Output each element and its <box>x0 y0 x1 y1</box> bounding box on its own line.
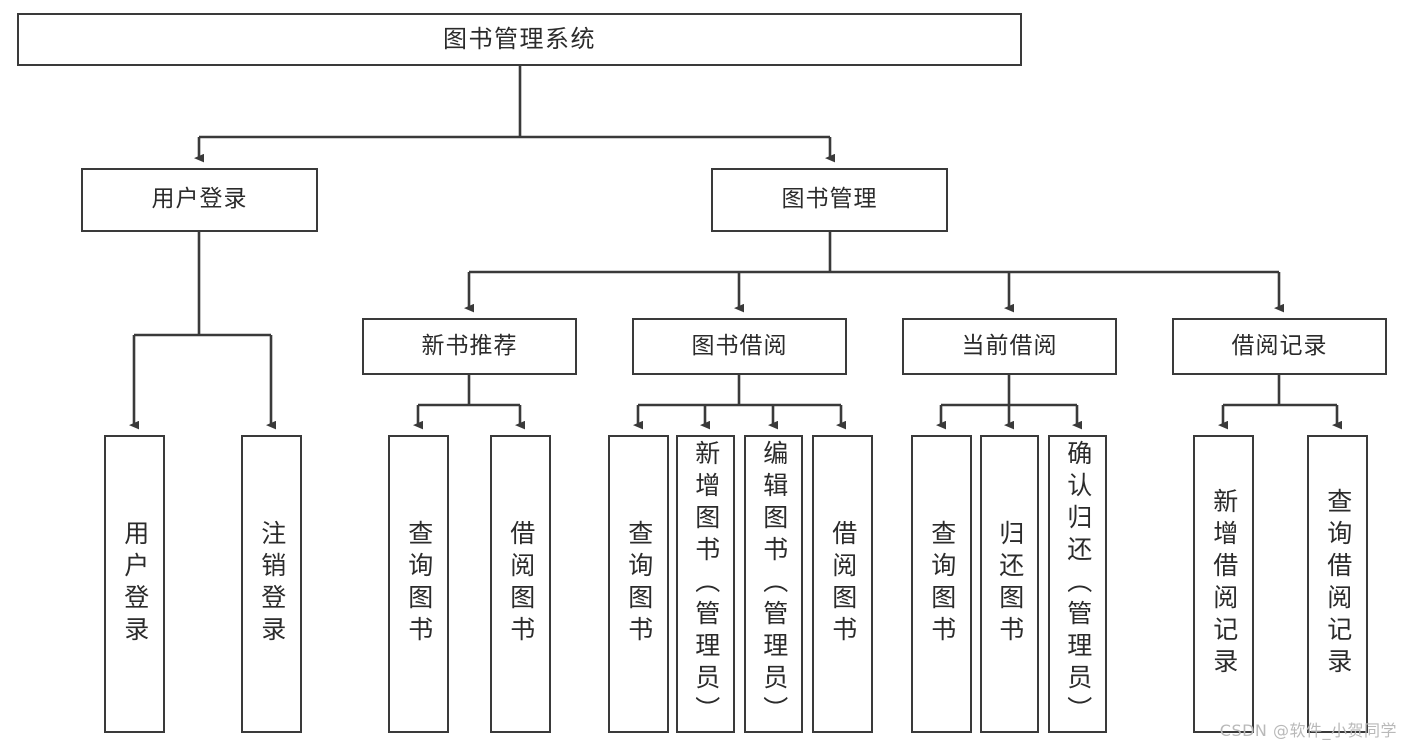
node-label: 注销登录 <box>257 520 287 648</box>
node-label: 图书借阅 <box>691 332 788 359</box>
node-label: 新增图书（管理员） <box>691 440 721 728</box>
leaf-query-book-borrow[interactable]: 查询图书 <box>608 435 669 733</box>
leaf-query-book-current[interactable]: 查询图书 <box>911 435 972 733</box>
node-label: 借阅记录 <box>1231 332 1328 359</box>
node-label: 归还图书 <box>995 520 1025 648</box>
node-label: 查询图书 <box>927 520 957 648</box>
node-label: 用户登录 <box>120 520 150 648</box>
node-label: 借阅图书 <box>506 520 536 648</box>
node-label: 新书推荐 <box>421 332 518 359</box>
node-label: 用户登录 <box>151 186 248 213</box>
node-book-borrow[interactable]: 图书借阅 <box>632 318 847 375</box>
node-root-system[interactable]: 图书管理系统 <box>17 13 1022 66</box>
leaf-borrow-book-recommend[interactable]: 借阅图书 <box>490 435 551 733</box>
leaf-user-login[interactable]: 用户登录 <box>104 435 165 733</box>
node-book-management[interactable]: 图书管理 <box>711 168 948 232</box>
node-label: 借阅图书 <box>828 520 858 648</box>
node-label: 编辑图书（管理员） <box>759 440 789 728</box>
node-new-book-recommend[interactable]: 新书推荐 <box>362 318 577 375</box>
node-label: 图书管理 <box>781 186 878 213</box>
node-borrow-record[interactable]: 借阅记录 <box>1172 318 1387 375</box>
leaf-edit-book[interactable]: 编辑图书（管理员） <box>744 435 803 733</box>
node-label: 图书管理系统 <box>443 25 596 54</box>
node-label: 确认归还（管理员） <box>1063 440 1093 728</box>
node-label: 查询图书 <box>624 520 654 648</box>
leaf-query-book-recommend[interactable]: 查询图书 <box>388 435 449 733</box>
leaf-query-borrow-record[interactable]: 查询借阅记录 <box>1307 435 1368 733</box>
leaf-logout[interactable]: 注销登录 <box>241 435 302 733</box>
leaf-confirm-return[interactable]: 确认归还（管理员） <box>1048 435 1107 733</box>
node-label: 当前借阅 <box>961 332 1058 359</box>
node-label: 查询图书 <box>404 520 434 648</box>
leaf-add-book[interactable]: 新增图书（管理员） <box>676 435 735 733</box>
leaf-return-book[interactable]: 归还图书 <box>980 435 1039 733</box>
leaf-add-borrow-record[interactable]: 新增借阅记录 <box>1193 435 1254 733</box>
csdn-watermark: CSDN @软件_小贺同学 <box>1219 721 1397 740</box>
node-label: 查询借阅记录 <box>1323 488 1353 680</box>
node-current-borrow[interactable]: 当前借阅 <box>902 318 1117 375</box>
leaf-borrow-book[interactable]: 借阅图书 <box>812 435 873 733</box>
node-user-login[interactable]: 用户登录 <box>81 168 318 232</box>
node-label: 新增借阅记录 <box>1209 488 1239 680</box>
